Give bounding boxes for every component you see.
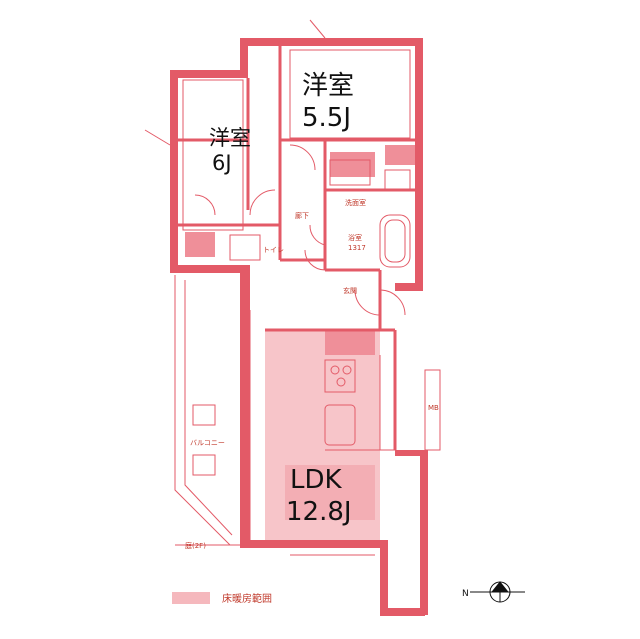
interior-walls <box>178 46 415 450</box>
detail-lines <box>144 19 441 556</box>
outer-walls <box>170 38 428 616</box>
compass-north-letter: N <box>462 589 469 599</box>
label-balcony: バルコニー <box>190 439 225 447</box>
room-western-b-size: 6J <box>212 151 232 175</box>
label-toilet: トイレ <box>263 246 284 254</box>
floor-heating-closet-b <box>330 152 375 177</box>
floor-heating-ldk-inner <box>285 465 375 520</box>
legend-swatch <box>172 592 210 604</box>
label-washroom: 洗面室 <box>345 198 366 207</box>
room-western-a-name: 洋室 <box>302 71 354 101</box>
label-entrance: 玄関 <box>343 286 357 295</box>
label-hallway: 廊下 <box>295 211 309 220</box>
floor-heating-closet-c <box>385 145 415 165</box>
label-mb: MB <box>428 404 439 412</box>
floor-heating-kitchen <box>325 330 375 355</box>
room-ldk-name: LDK <box>290 465 343 495</box>
label-bathroom: 浴室 <box>348 233 362 242</box>
floor-heating-closet-a <box>185 232 215 257</box>
room-western-b-name: 洋室 <box>209 126 251 150</box>
compass-icon <box>470 581 525 603</box>
room-western-a-size: 5.5J <box>302 103 351 133</box>
label-garden: 庭(2F) <box>185 541 206 550</box>
room-ldk-size: 12.8J <box>286 497 352 527</box>
label-bath-size: 1317 <box>348 244 366 252</box>
legend-floor-heating: 床暖房範囲 <box>222 592 272 605</box>
